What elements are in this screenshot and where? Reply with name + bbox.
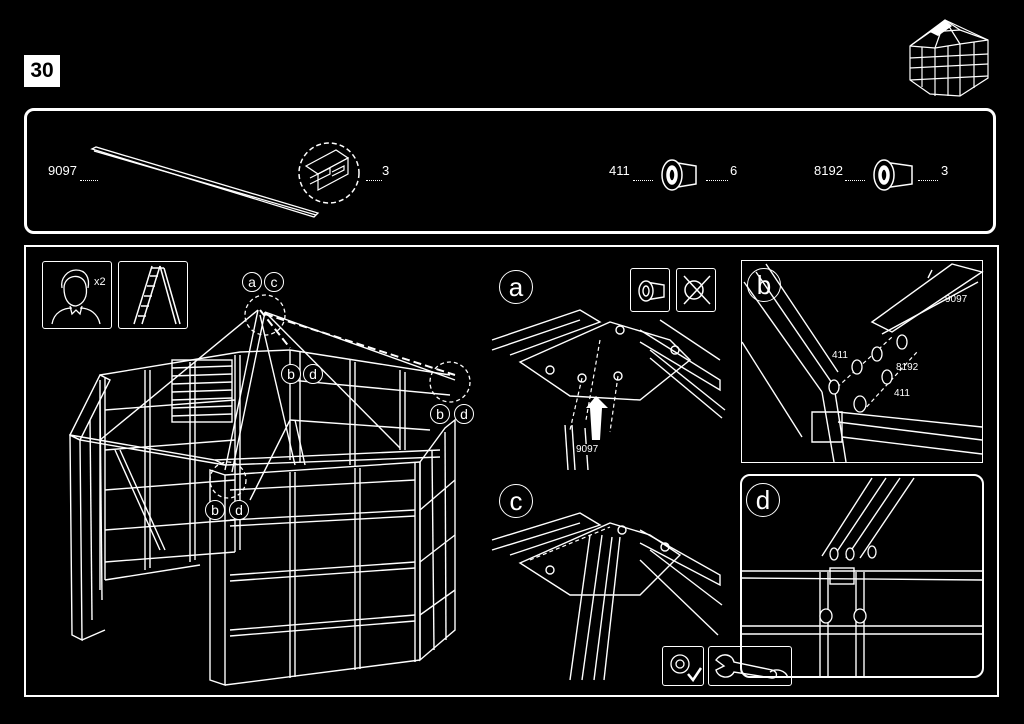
greenhouse-overview-icon <box>909 19 989 97</box>
leader-dots <box>633 180 653 181</box>
assembly-panel <box>24 245 999 697</box>
two-person-tool-box <box>42 261 112 329</box>
leader-dots <box>366 180 382 181</box>
part-qty-8192: 3 <box>941 163 949 178</box>
profile-section-zoom-icon <box>298 142 360 204</box>
spacer-411-icon <box>661 159 697 191</box>
detail-b-part-8192: 8192 <box>896 362 919 373</box>
spacer-rotate-icon <box>638 280 665 302</box>
detail-c-label: c <box>499 484 533 518</box>
detail-b-part-411-top: 411 <box>832 350 848 361</box>
step-number: 30 <box>24 55 60 87</box>
rotate-hint-box <box>630 268 670 312</box>
detail-d-illustration <box>741 477 983 676</box>
spacer-check-icon <box>670 654 703 683</box>
people-count: x2 <box>94 276 106 288</box>
tighten-check-box <box>662 646 704 686</box>
leader-dots <box>845 180 865 181</box>
person-head-icon <box>51 269 101 325</box>
label-b: b <box>281 364 301 384</box>
label-d: d <box>303 364 323 384</box>
leader-dots <box>706 180 728 181</box>
ladder-tool-box <box>118 261 188 329</box>
spacer-8192-icon <box>873 159 913 191</box>
greenhouse-frame-illustration <box>69 294 471 686</box>
part-qty-9097: 3 <box>382 163 390 178</box>
label-d: d <box>229 500 249 520</box>
parts-list-panel <box>24 108 996 234</box>
no-tool-box <box>676 268 716 312</box>
label-b: b <box>430 404 450 424</box>
no-wrench-icon <box>683 275 711 305</box>
detail-b-illustration <box>741 263 984 463</box>
ladder-icon <box>133 265 181 325</box>
wrench-tool-box <box>708 646 792 686</box>
profile-bar-9097-icon <box>90 146 320 218</box>
detail-b-part-9097: 9097 <box>945 294 968 305</box>
detail-d-frame <box>740 474 984 678</box>
part-code-8192: 8192 <box>814 163 843 178</box>
label-a: a <box>242 272 262 292</box>
detail-a-label: a <box>499 270 533 304</box>
part-qty-411: 6 <box>730 163 738 178</box>
leader-dots <box>80 180 98 181</box>
label-c: c <box>264 272 284 292</box>
detail-b-part-411-bottom: 411 <box>894 388 910 399</box>
part-code-9097: 9097 <box>48 163 77 178</box>
detail-b-frame <box>741 260 983 463</box>
leader-dots <box>918 180 938 181</box>
detail-d-label: d <box>746 483 780 517</box>
detail-a-part-9097: 9097 <box>576 444 599 455</box>
detail-a-illustration <box>491 309 726 471</box>
label-b: b <box>205 500 225 520</box>
detail-c-illustration <box>491 512 723 681</box>
part-code-411: 411 <box>609 163 630 178</box>
label-d: d <box>454 404 474 424</box>
